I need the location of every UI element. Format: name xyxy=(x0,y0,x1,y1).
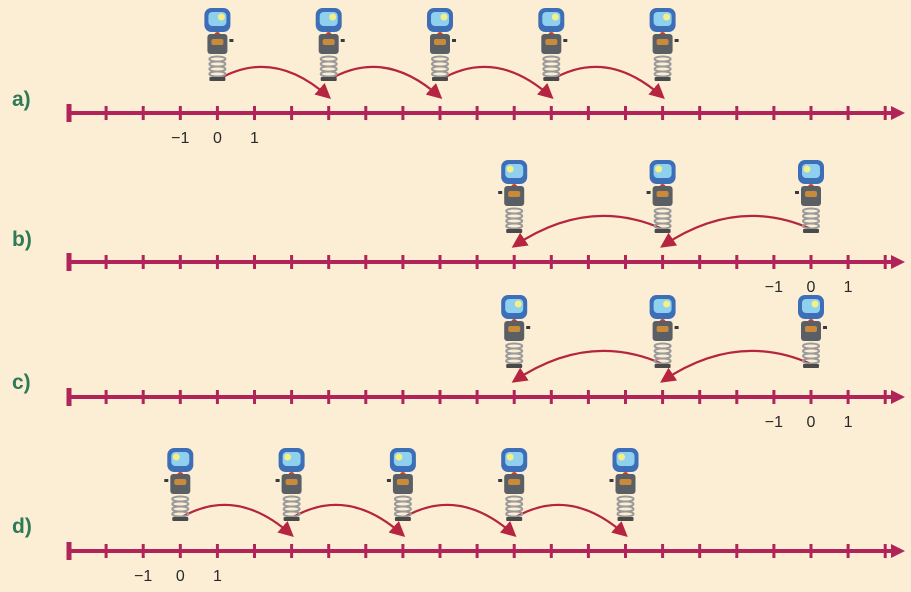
hopping-robot-icon xyxy=(538,8,568,81)
row-label-a: a) xyxy=(12,88,31,111)
hopping-robot-icon xyxy=(315,8,345,81)
tick-label: −1 xyxy=(134,568,152,585)
tick-label: 0 xyxy=(807,414,816,431)
hopping-robot-icon xyxy=(798,295,827,368)
hopping-robot-icon xyxy=(204,8,234,81)
number-line-arrowhead xyxy=(891,255,905,269)
jump-arrow xyxy=(179,503,294,538)
hopping-robot-icon xyxy=(501,295,531,368)
jump-arrow xyxy=(291,503,406,538)
row-label-d: d) xyxy=(12,515,32,538)
jump-arrow xyxy=(550,65,665,100)
number-line-arrowhead xyxy=(891,544,905,558)
jump-arrow xyxy=(511,349,664,383)
hopping-robot-icon xyxy=(498,448,528,521)
tick-label: 0 xyxy=(176,568,185,585)
hopping-robot-icon xyxy=(498,160,528,233)
hopping-robot-icon xyxy=(275,448,305,521)
hopping-robot-icon xyxy=(646,160,676,233)
tick-label: 1 xyxy=(844,414,853,431)
jump-arrow xyxy=(328,65,443,100)
jump-arrow xyxy=(660,214,812,248)
number-line-arrowhead xyxy=(891,390,905,404)
tick-label: 1 xyxy=(250,130,259,147)
jump-arrow xyxy=(439,65,554,100)
number-line-arrowhead xyxy=(891,106,905,120)
tick-label: −1 xyxy=(765,279,783,296)
jump-arrow xyxy=(513,503,628,538)
tick-label: −1 xyxy=(171,130,189,147)
hopping-robot-icon xyxy=(795,160,824,233)
hopping-robot-icon xyxy=(164,448,194,521)
hopping-robot-icon xyxy=(609,448,639,521)
hopping-robot-icon xyxy=(427,8,456,81)
tick-label: 1 xyxy=(213,568,222,585)
tick-label: 0 xyxy=(213,130,222,147)
hopping-robot-icon xyxy=(649,295,679,368)
jump-arrow xyxy=(216,65,331,100)
tick-label: −1 xyxy=(765,414,783,431)
tick-label: 1 xyxy=(844,279,853,296)
row-label-c: c) xyxy=(12,371,31,394)
hopping-robot-icon xyxy=(649,8,679,81)
jump-arrow xyxy=(402,503,517,538)
hopping-robot-icon xyxy=(386,448,416,521)
tick-label: 0 xyxy=(807,279,816,296)
row-label-b: b) xyxy=(12,228,32,251)
jump-arrow xyxy=(660,349,812,383)
jump-arrow xyxy=(511,214,664,248)
